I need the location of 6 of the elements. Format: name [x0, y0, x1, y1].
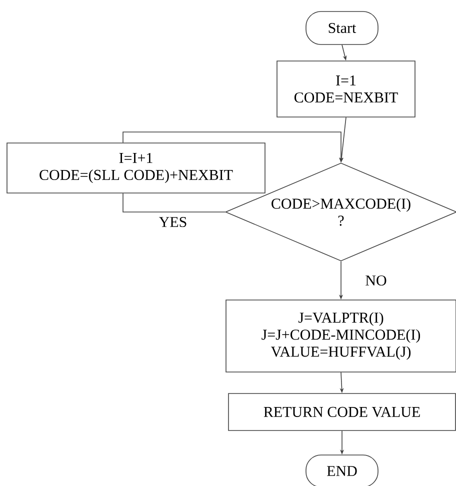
edge-label: NO — [366, 275, 386, 286]
edge-label: YES — [159, 216, 186, 228]
process-box: J=VALPTR(I) J=J+CODE-MINCODE(I) VALUE=HUFFVAL(J) — [226, 300, 456, 372]
process-box: I=I+1 CODE=(SLL CODE)+NEXBIT — [6, 142, 266, 194]
process-box: I=1 CODE=NEXBIT — [276, 60, 416, 118]
process-box: RETURN CODE VALUE — [228, 393, 456, 431]
